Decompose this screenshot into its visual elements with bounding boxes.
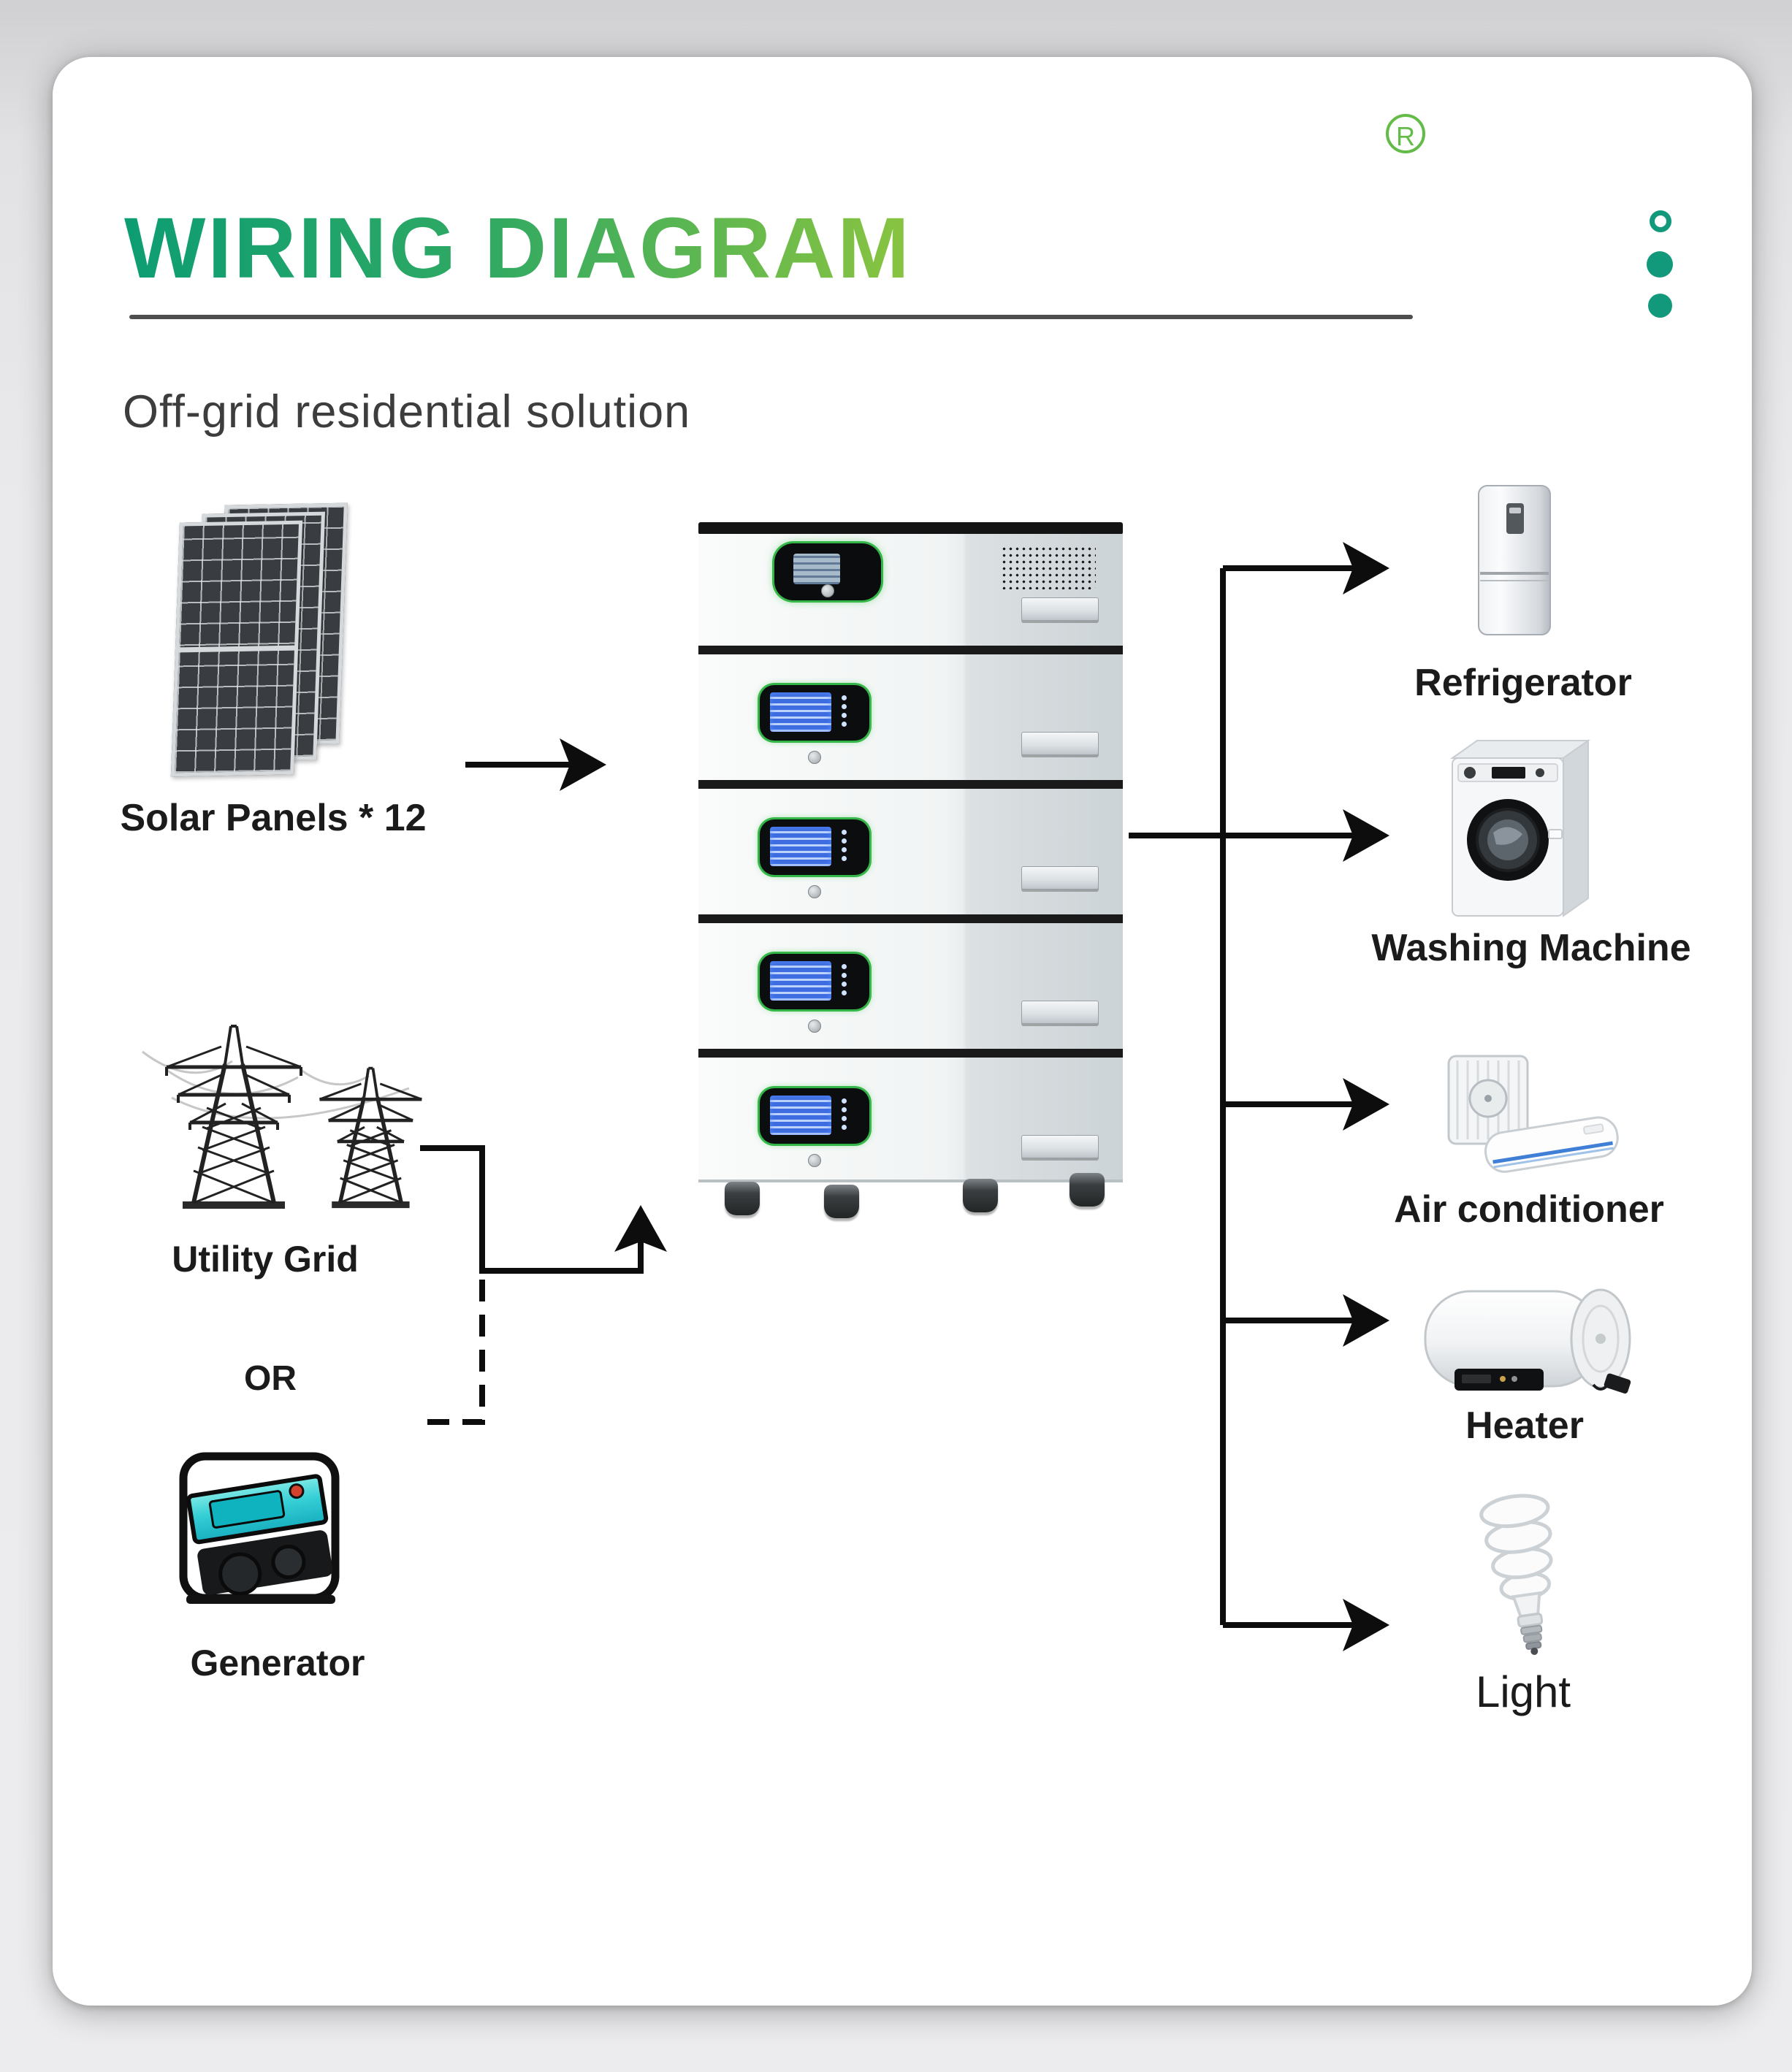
- battery-lcd-screen: [770, 827, 831, 866]
- light-bulb-image: [1479, 1494, 1553, 1655]
- battery-lcd-screen: [770, 961, 831, 1001]
- arrow-to-light: [1223, 1599, 1389, 1651]
- module-handle: [1021, 1001, 1099, 1024]
- heater-image: [1424, 1288, 1631, 1394]
- brand-dot-outline-icon: [1650, 210, 1671, 232]
- utility-to-battery-path: [420, 1145, 667, 1274]
- arrow-to-refrigerator: [1223, 542, 1389, 595]
- washing-machine-label: Washing Machine: [1371, 927, 1691, 969]
- inverter-lcd-screen: [793, 554, 840, 584]
- module-handle: [1021, 1135, 1099, 1158]
- generator-label: Generator: [190, 1643, 365, 1683]
- battery-separator: [698, 1049, 1123, 1058]
- battery-lcd-screen: [770, 1096, 831, 1135]
- battery-separator: [698, 914, 1123, 923]
- caster-wheel: [824, 1185, 859, 1218]
- module-handle: [1021, 597, 1099, 621]
- refrigerator-label: Refrigerator: [1414, 662, 1632, 704]
- utility-grid-label: Utility Grid: [172, 1239, 359, 1280]
- arrow-to-heater: [1223, 1294, 1389, 1347]
- brand-dot-filled-icon: [1648, 294, 1672, 318]
- generator-dashed-path: [419, 1280, 485, 1425]
- arrow-to-air-conditioner: [1223, 1078, 1389, 1131]
- solar-panel: [170, 520, 303, 777]
- caster-wheel: [725, 1182, 760, 1215]
- washing-machine-image: [1449, 739, 1591, 917]
- generator-image: [179, 1452, 340, 1604]
- transmission-tower-icon: [165, 1025, 302, 1209]
- page-subtitle: Off-grid residential solution: [123, 386, 691, 437]
- caster-wheel: [1070, 1173, 1105, 1207]
- battery-module-button: [808, 1154, 821, 1167]
- transmission-tower-icon: [319, 1066, 422, 1209]
- refrigerator-image: [1478, 485, 1551, 635]
- arrow-to-washing-machine: [1223, 809, 1389, 862]
- utility-grid-image: [142, 1025, 422, 1209]
- battery-separator: [698, 780, 1123, 789]
- battery-to-loads-trunk: [1129, 568, 1226, 1625]
- page-title: WIRING DIAGRAM: [124, 200, 912, 297]
- heater-label: Heater: [1465, 1404, 1584, 1447]
- battery-lcd-screen: [770, 692, 831, 732]
- brand-dot-filled-icon: [1647, 251, 1673, 278]
- caster-wheel: [963, 1179, 998, 1212]
- light-label: Light: [1475, 1667, 1571, 1716]
- module-handle: [1021, 732, 1099, 755]
- title-underline: [129, 315, 1413, 319]
- solar-to-battery-arrow: [465, 738, 606, 791]
- vent-grille-icon: [999, 544, 1096, 589]
- inverter-power-button: [821, 584, 834, 597]
- battery-module-button: [808, 1020, 821, 1033]
- air-conditioner-image: [1447, 1055, 1619, 1173]
- battery-led-indicators: [842, 695, 847, 700]
- or-label: OR: [244, 1359, 297, 1398]
- battery-module-button: [808, 885, 821, 898]
- battery-module-button: [808, 751, 821, 764]
- battery-top-cap: [698, 522, 1123, 535]
- battery-led-indicators: [842, 964, 847, 969]
- battery-separator: [698, 646, 1123, 654]
- battery-led-indicators: [842, 1098, 847, 1104]
- air-conditioner-label: Air conditioner: [1394, 1188, 1664, 1231]
- solar-panels-label: Solar Panels * 12: [120, 797, 427, 839]
- registered-trademark-icon: R: [1386, 114, 1425, 153]
- module-handle: [1021, 866, 1099, 890]
- battery-led-indicators: [842, 830, 847, 835]
